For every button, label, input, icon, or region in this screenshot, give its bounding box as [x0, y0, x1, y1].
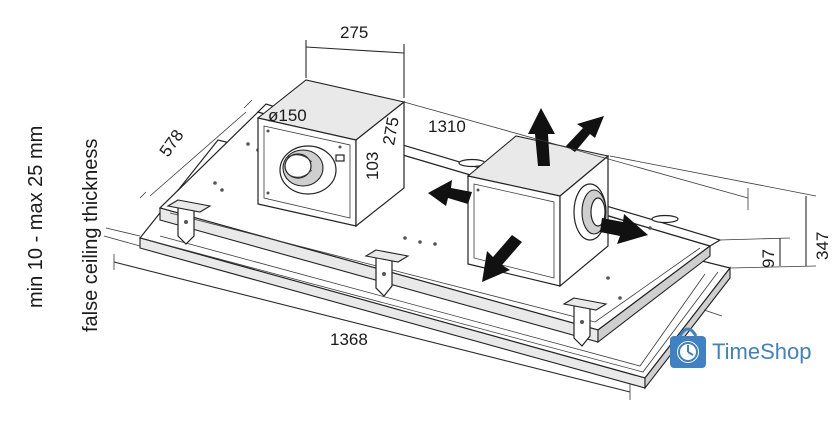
dim-spigot-height: 103 [363, 152, 382, 180]
dim-depth: 578 [156, 126, 188, 160]
logo-text: TimeShop [712, 339, 811, 364]
arrow-right-icon [600, 214, 648, 244]
dim-total-height: 347 [813, 232, 832, 260]
dimension-lines [103, 40, 817, 400]
shopping-bag-clock-icon [670, 327, 706, 368]
bracket-left [166, 199, 212, 245]
dim-motor-height: 275 [379, 115, 403, 146]
dim-frame-height: 97 [759, 249, 778, 268]
hood-frame [138, 103, 732, 390]
motor-box-left [256, 79, 406, 228]
dim-overall-width: 1368 [330, 330, 368, 349]
arrow-down-left-icon [482, 235, 522, 282]
dim-panel-width: 1310 [428, 117, 466, 136]
bracket-right [562, 297, 608, 347]
dim-duct-diameter: ø150 [268, 106, 307, 125]
thickness-range-label: min 10 - max 25 mm [25, 126, 47, 308]
arrow-left-icon [428, 180, 472, 206]
arrow-up-right-icon [566, 116, 604, 152]
arrow-up-icon [528, 108, 555, 166]
bracket-middle [364, 249, 410, 297]
airflow-arrows [428, 108, 648, 282]
mounting-brackets [166, 199, 608, 347]
timeshop-logo: TimeShop [670, 327, 811, 368]
dim-motor-width: 275 [340, 23, 368, 42]
false-ceiling-label: false ceiling thickness [80, 139, 102, 332]
